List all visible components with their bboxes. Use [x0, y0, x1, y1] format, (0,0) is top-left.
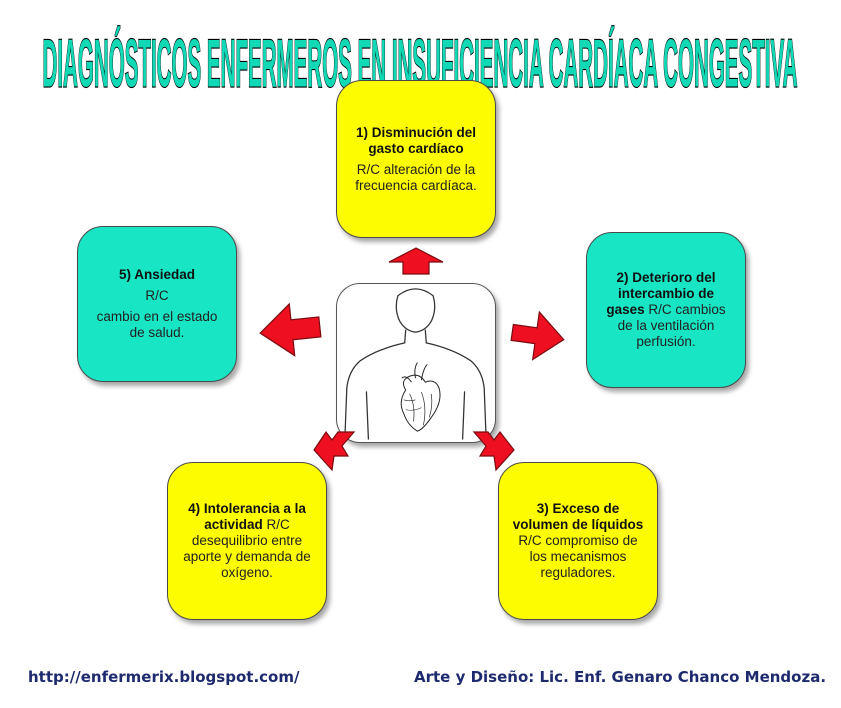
diagnosis-box-5: 5) Ansiedad R/C cambio en el estado de s…: [77, 226, 237, 382]
diagnosis-box-4: 4) Intolerancia a la actividad R/C deseq…: [167, 462, 327, 620]
footer-credit: Arte y Diseño: Lic. Enf. Genaro Chanco M…: [414, 668, 827, 686]
center-illustration-frame: [336, 283, 496, 443]
diagnosis-5-relation-detail: cambio en el estado de salud.: [96, 309, 218, 340]
page-title: DIAGNÓSTICOS ENFERMEROS EN INSUFICIENCIA…: [42, 24, 799, 102]
page-title-text: DIAGNÓSTICOS ENFERMEROS EN INSUFICIENCIA…: [43, 25, 798, 101]
diagnosis-box-3: 3) Exceso de volumen de líquidos R/C com…: [498, 462, 658, 620]
diagnosis-1-relation: R/C alteración de la frecuencia cardíaca…: [355, 161, 477, 193]
diagnosis-box-1: 1) Disminución del gasto cardíaco R/C al…: [336, 80, 496, 238]
arrow-right-icon: [510, 310, 565, 361]
diagnosis-5-title: 5) Ansiedad: [118, 267, 196, 282]
arrow-down-left-icon: [313, 430, 356, 472]
diagnosis-3-title: 3) Exceso de volumen de líquidos: [512, 501, 644, 532]
arrow-up-icon: [388, 247, 444, 275]
diagnosis-1-title: 1) Disminución del gasto cardíaco: [355, 124, 477, 156]
diagnosis-2-relation: R/C cambios de la ventilación perfusión.: [617, 302, 726, 349]
diagnosis-box-2: 2) Deterioro del intercambio de gases R/…: [586, 232, 746, 388]
diagnosis-4-relation: R/C desequilibrio entre aporte y demanda…: [183, 517, 311, 580]
diagnosis-5-relation: R/C: [145, 288, 169, 303]
arrow-left-icon: [259, 302, 322, 357]
diagnosis-2-title: 2) Deterioro del intercambio de gases: [606, 270, 716, 317]
arrow-down-right-icon: [472, 431, 515, 472]
footer-url: http://enfermerix.blogspot.com/: [28, 668, 300, 686]
torso-heart-icon: [344, 288, 487, 440]
diagnosis-3-relation: R/C compromiso de los mecanismos regulad…: [518, 533, 638, 580]
diagnosis-4-title: 4) Intolerancia a la actividad: [188, 501, 306, 532]
